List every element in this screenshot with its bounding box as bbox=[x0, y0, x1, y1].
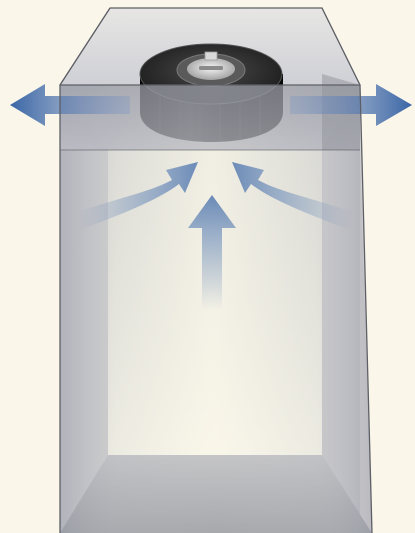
enclosure-front-glass bbox=[60, 150, 372, 533]
enclosure-front-band bbox=[60, 85, 360, 150]
exhaust-arrow-right bbox=[290, 84, 412, 126]
enclosure-edges bbox=[59, 7, 373, 533]
fan-hub-tab bbox=[204, 51, 218, 61]
fan-hub-slot bbox=[199, 66, 223, 70]
exhaust-arrow-left bbox=[10, 84, 130, 126]
exhaust-arrows bbox=[10, 84, 412, 126]
